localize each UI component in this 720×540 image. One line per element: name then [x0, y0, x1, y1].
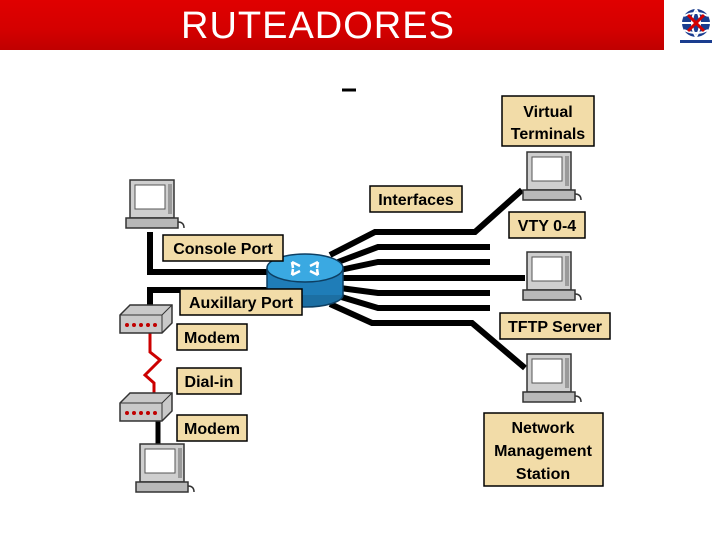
globe-logo-icon: [680, 8, 712, 43]
svg-text:Management: Management: [494, 443, 592, 460]
title-bar: RUTEADORES: [0, 0, 664, 50]
console-computer-icon: [125, 179, 185, 229]
page-title: RUTEADORES: [181, 5, 455, 47]
label-dial-in: Dial-in: [176, 367, 242, 395]
svg-text:Network: Network: [511, 420, 574, 437]
console-cable: [147, 232, 300, 275]
virtual-terminal-computer-icon: [522, 151, 582, 201]
svg-text:Modem: Modem: [184, 330, 240, 347]
tftp-computer-icon: [522, 251, 582, 301]
label-network-management-station: Network Management Station: [483, 412, 604, 487]
svg-text:VTY 0-4: VTY 0-4: [518, 218, 577, 235]
label-console-port: Console Port: [162, 234, 284, 262]
modem-icon: [119, 392, 173, 422]
svg-text:Dial-in: Dial-in: [185, 374, 234, 391]
svg-text:Console Port: Console Port: [173, 241, 273, 258]
svg-text:TFTP Server: TFTP Server: [508, 319, 602, 336]
remote-computer-icon: [135, 443, 195, 493]
modem-icon: [119, 304, 173, 334]
label-tftp-server: TFTP Server: [499, 312, 611, 340]
label-modem-2: Modem: [176, 414, 248, 442]
svg-text:Modem: Modem: [184, 421, 240, 438]
label-modem-1: Modem: [176, 323, 248, 351]
svg-text:Station: Station: [516, 466, 570, 483]
svg-text:Virtual: Virtual: [523, 104, 573, 121]
label-virtual-terminals: Virtual Terminals: [501, 95, 595, 147]
dial-in-line: [142, 333, 163, 402]
label-auxillary-port: Auxillary Port: [179, 288, 303, 316]
interface-cables: [328, 187, 527, 371]
label-vty: VTY 0-4: [508, 211, 586, 239]
svg-text:Terminals: Terminals: [511, 126, 586, 143]
nms-computer-icon: [522, 353, 582, 403]
svg-text:Auxillary Port: Auxillary Port: [189, 295, 294, 312]
svg-text:Interfaces: Interfaces: [378, 192, 454, 209]
label-interfaces: Interfaces: [369, 185, 463, 213]
